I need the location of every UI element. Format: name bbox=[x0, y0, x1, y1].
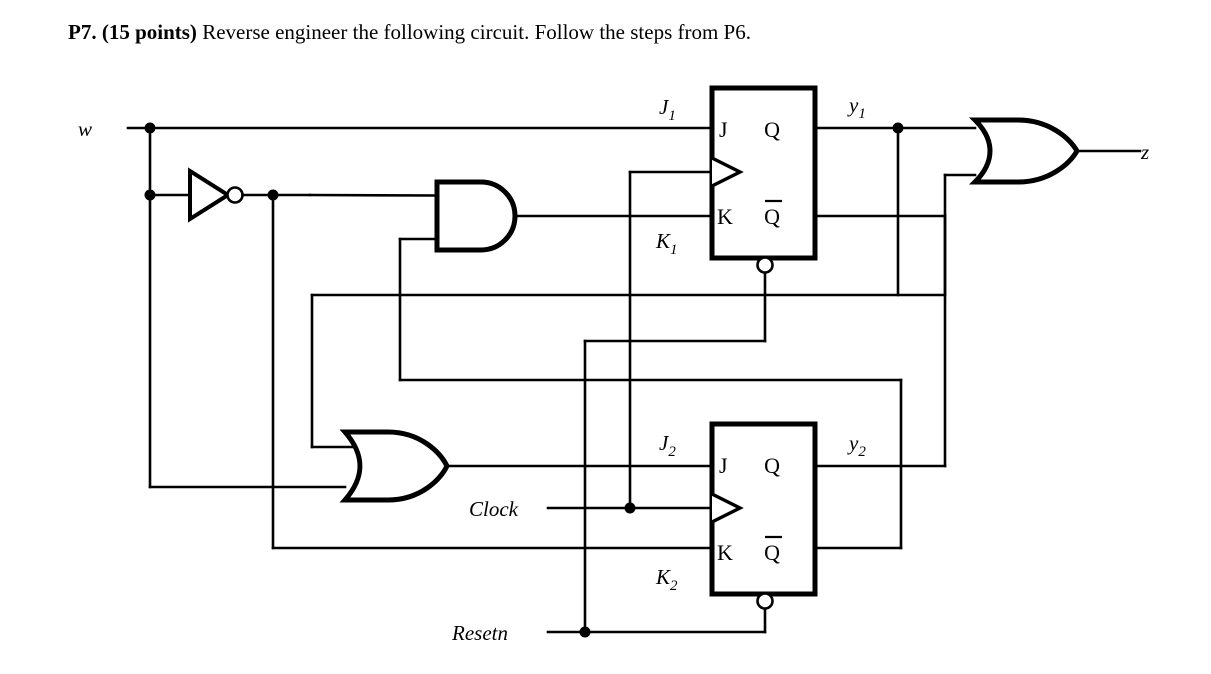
junction-not-out bbox=[267, 189, 279, 201]
flipflop-1-reset-bubble bbox=[756, 256, 774, 274]
flipflop-2-clock-triangle bbox=[709, 491, 744, 525]
label-z: z bbox=[1140, 140, 1149, 164]
flipflop-1-clock-triangle bbox=[709, 155, 744, 189]
flipflop-1-pin-k: K bbox=[717, 204, 733, 229]
junction-y1 bbox=[892, 122, 904, 134]
label-j1: J1 bbox=[659, 95, 676, 124]
problem-statement: P7. (15 points) Reverse engineer the fol… bbox=[68, 18, 751, 46]
flipflop-2-pin-qbar: Q bbox=[764, 540, 780, 565]
label-clock: Clock bbox=[469, 497, 519, 521]
or-gate-j2-body bbox=[339, 429, 450, 503]
flipflop-2-pin-q: Q bbox=[764, 453, 780, 478]
flipflop-1-pin-qbar: Q bbox=[764, 204, 780, 229]
label-y2: y2 bbox=[847, 431, 866, 460]
and-gate-body bbox=[434, 179, 518, 253]
flipflop-2-pin-k: K bbox=[717, 540, 733, 565]
label-j2: J2 bbox=[659, 431, 676, 460]
flipflop-2-pin-j: J bbox=[719, 453, 728, 478]
flipflop-2-reset-bubble bbox=[756, 592, 774, 610]
not-gate-body bbox=[188, 167, 232, 223]
label-k2: K2 bbox=[655, 565, 678, 594]
label-y1: y1 bbox=[847, 93, 866, 122]
not-gate-bubble bbox=[226, 186, 244, 204]
problem-number: P7. bbox=[68, 20, 97, 44]
junction-w-not bbox=[144, 189, 156, 201]
junction-clock bbox=[624, 502, 636, 514]
wire-notout-to-and bbox=[308, 193, 439, 197]
label-w: w bbox=[78, 117, 92, 141]
problem-text: Reverse engineer the following circuit. … bbox=[196, 20, 751, 44]
flipflop-1-pin-q: Q bbox=[764, 117, 780, 142]
label-k1: K1 bbox=[655, 229, 678, 258]
junction-w-top bbox=[144, 122, 156, 134]
or-gate-z-body bbox=[968, 117, 1080, 185]
junction-resetn bbox=[579, 626, 591, 638]
label-resetn: Resetn bbox=[451, 621, 508, 645]
flipflop-1-pin-j: J bbox=[719, 117, 728, 142]
problem-points: (15 points) bbox=[101, 20, 197, 44]
